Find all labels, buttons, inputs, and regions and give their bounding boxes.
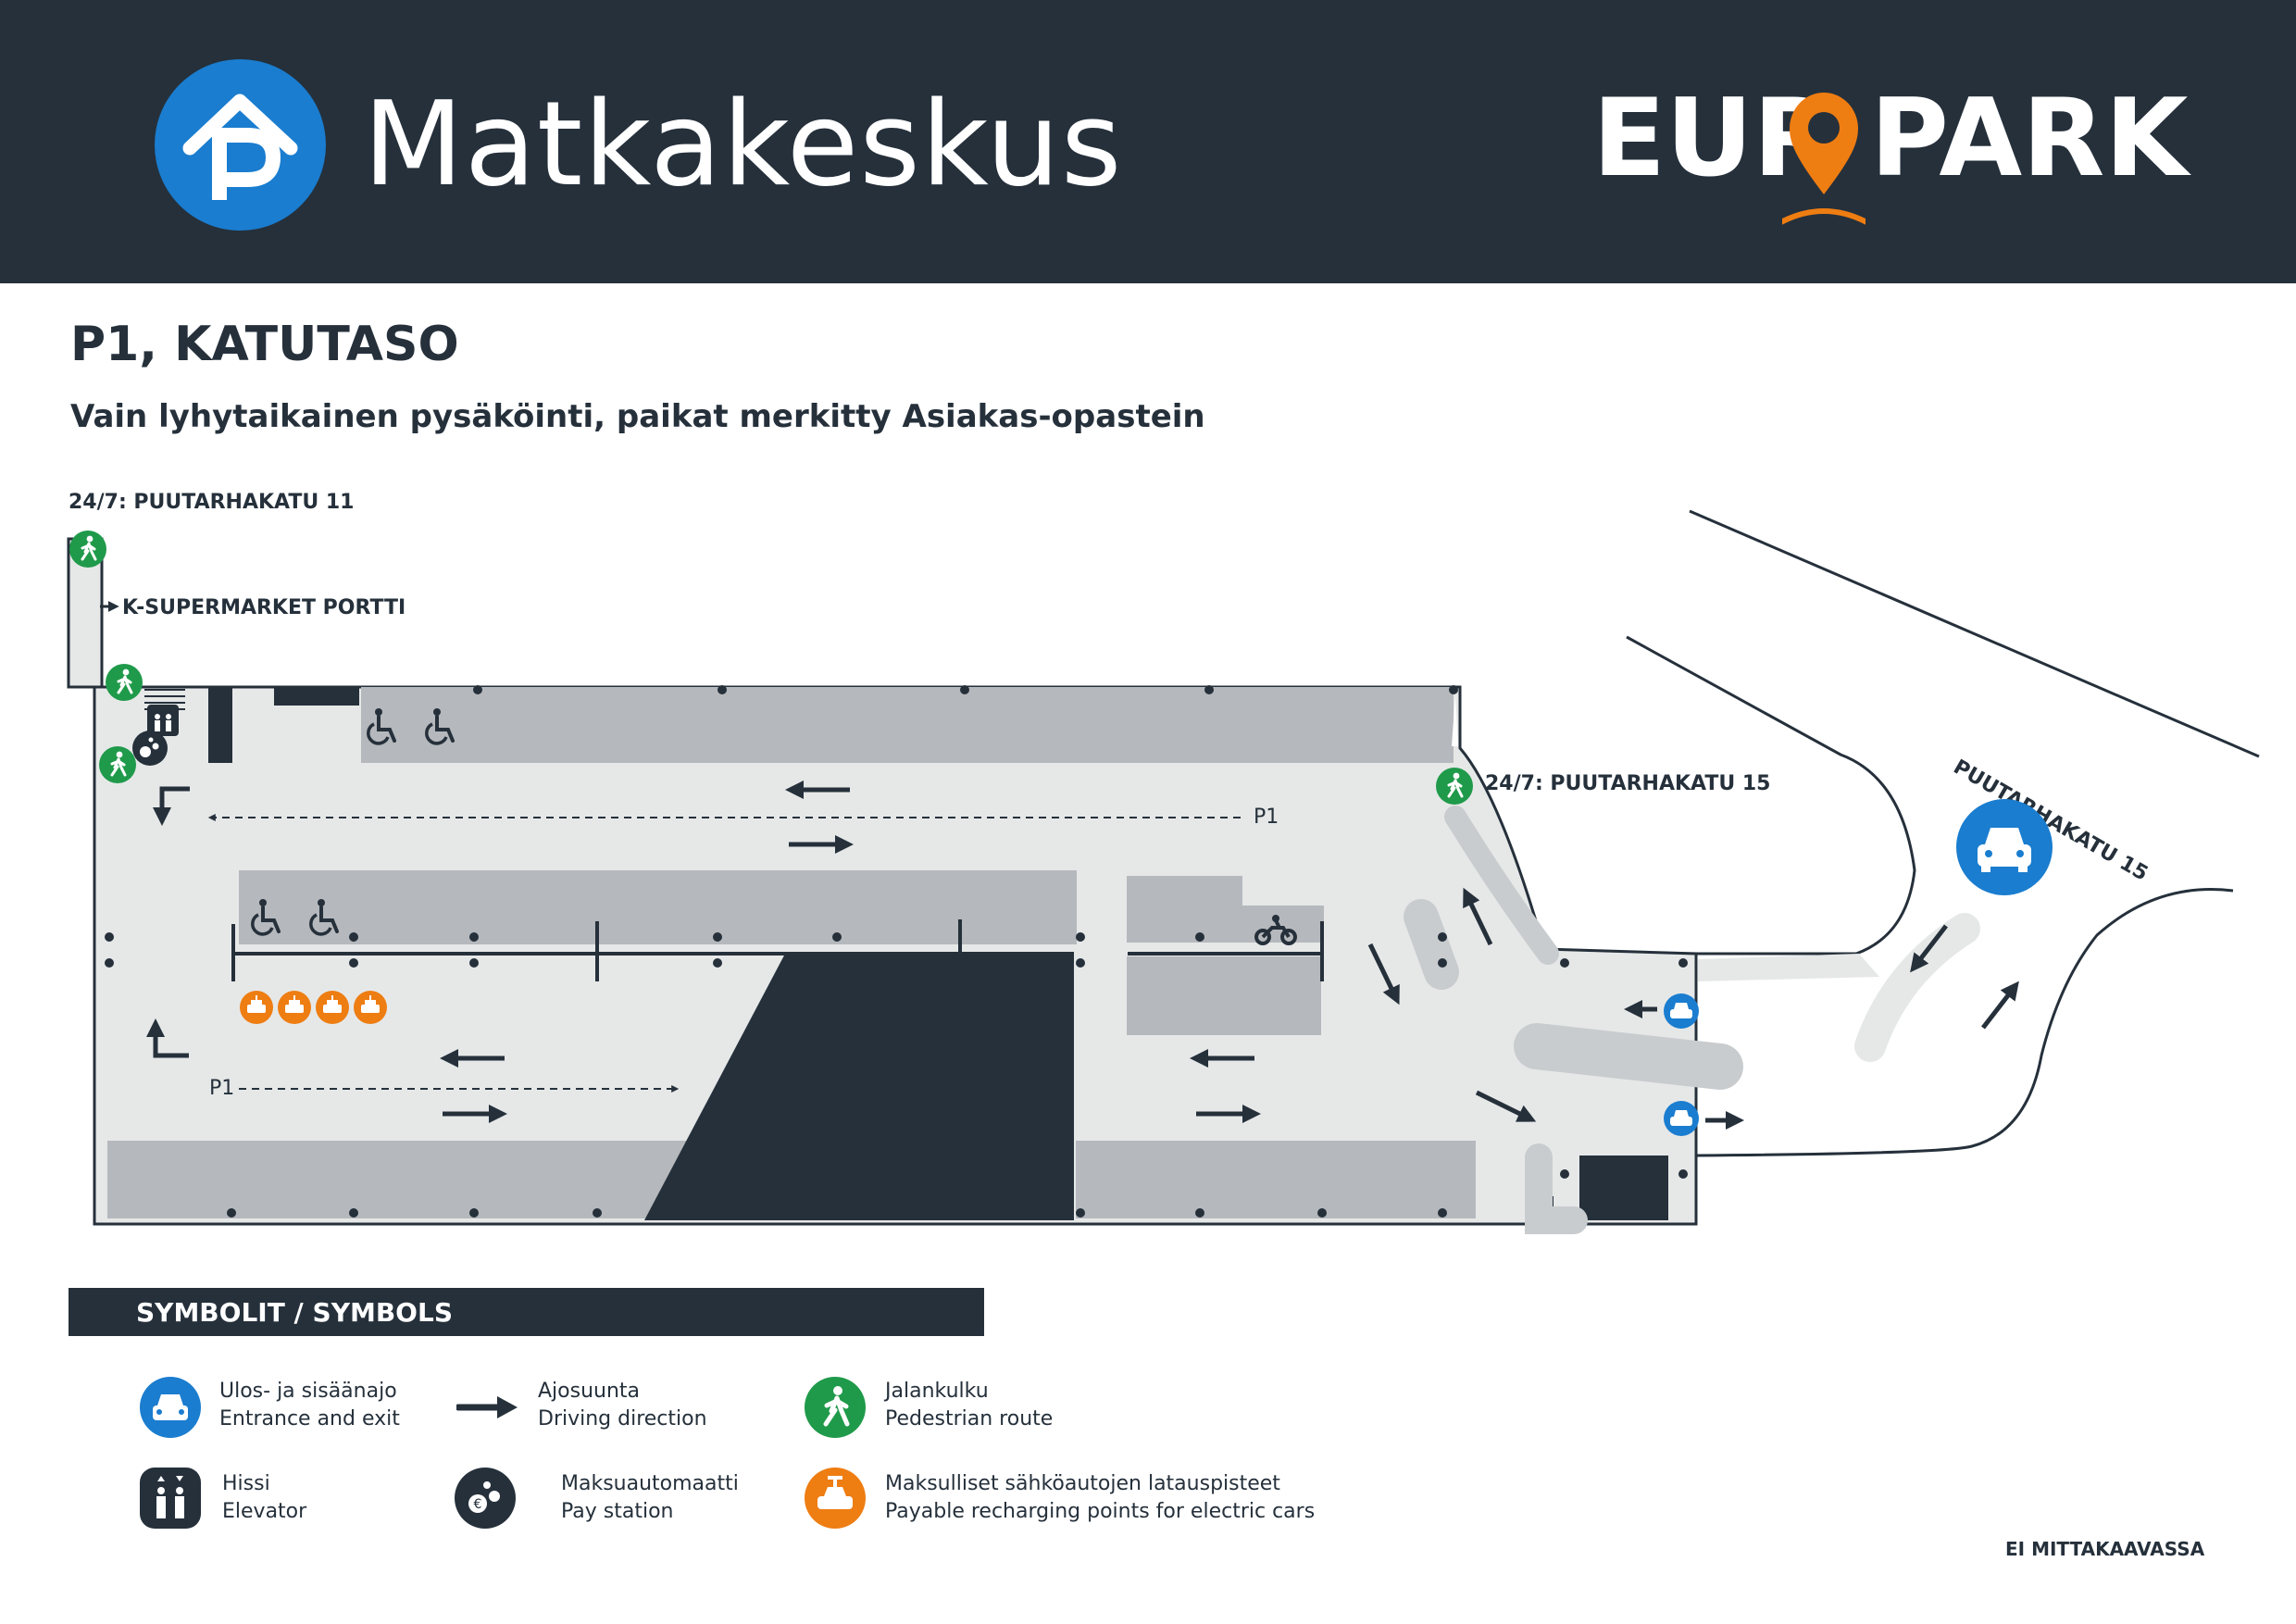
header-bar: Matkakeskus EUR PARK [0, 0, 2296, 283]
motorcycle-icon [1254, 915, 1297, 945]
car-entrance-icon [1664, 993, 1699, 1029]
ev-charging-icon [278, 991, 311, 1024]
europark-logo: EUR PARK [1592, 85, 2188, 233]
pedestrian-icon [99, 746, 136, 783]
supermarket-label: K-SUPERMARKET PORTTI [122, 596, 406, 619]
arrow-icon [456, 1396, 518, 1418]
parking-logo-icon [155, 59, 326, 231]
accessible-parking-icon [367, 708, 396, 745]
legend-item-ev-charging: Maksulliset sähköautojen latauspisteet P… [885, 1472, 1316, 1523]
car-icon [140, 1377, 201, 1438]
entrance-label-puutarhakatu-11: 24/7: PUUTARHAKATU 11 [69, 491, 355, 514]
ev-charging-icon [240, 991, 273, 1024]
ev-charging-icon [316, 991, 349, 1024]
accessible-parking-icon [309, 899, 339, 936]
driving-arrows [440, 781, 2019, 1130]
legend-header: SYMBOLIT / SYMBOLS [69, 1288, 984, 1336]
accessible-parking-icon [425, 708, 455, 745]
parking-blocks [107, 687, 1476, 1218]
pay-station-icon: € [455, 1468, 516, 1529]
site-name: Matkakeskus [363, 76, 1123, 212]
wall-block [274, 687, 359, 706]
pedestrian-icon [106, 664, 143, 701]
pedestrian-icon [69, 531, 106, 568]
accessible-parking-icon [251, 899, 281, 936]
elevator-icon [147, 705, 179, 736]
elevator-icon [140, 1468, 201, 1529]
location-pin-icon [1782, 93, 1866, 225]
car-exit-icon [1664, 1101, 1699, 1136]
brand-right: PARK [1870, 76, 2189, 201]
pedestrian-icon [805, 1377, 866, 1438]
route-label-top: P1 [1254, 806, 1279, 829]
legend-item-pedestrian: Jalankulku Pedestrian route [885, 1380, 1054, 1430]
svg-text:€: € [474, 1497, 482, 1512]
ev-charging-icon [354, 991, 387, 1024]
pillars [105, 685, 1688, 1218]
car-entrance-exit-icon [1956, 799, 2053, 895]
legend-item-driving-direction: Ajosuunta Driving direction [538, 1380, 707, 1430]
road-surface [1698, 954, 1879, 981]
route-lines [207, 814, 1241, 1093]
stairwell [208, 687, 232, 763]
ramp-curve [1854, 913, 1980, 1062]
legend-item-elevator: Hissi Elevator [222, 1472, 307, 1523]
building-block [644, 954, 1074, 1220]
ev-charging-icon [805, 1468, 866, 1529]
legend-item-pay-station: Maksuautomaatti Pay station [561, 1472, 739, 1523]
entrance-label-puutarhakatu-15: 24/7: PUUTARHAKATU 15 [1485, 772, 1771, 795]
pay-station-icon [132, 731, 168, 766]
booth-block [1579, 1156, 1668, 1220]
page-subtitle: Vain lyhytaikainen pysäköinti, paikat me… [70, 398, 1205, 435]
legend-item-entrance: Ulos- ja sisäänajo Entrance and exit [219, 1380, 400, 1430]
legend-title: SYMBOLIT / SYMBOLS [136, 1297, 453, 1328]
street-lines [1626, 509, 2260, 1157]
route-label-bottom: P1 [209, 1077, 235, 1100]
scale-note: EI MITTAKAAVASSA [2005, 1538, 2205, 1560]
pedestrian-icon [1436, 768, 1473, 805]
page-title: P1, KATUTASO [70, 317, 459, 372]
